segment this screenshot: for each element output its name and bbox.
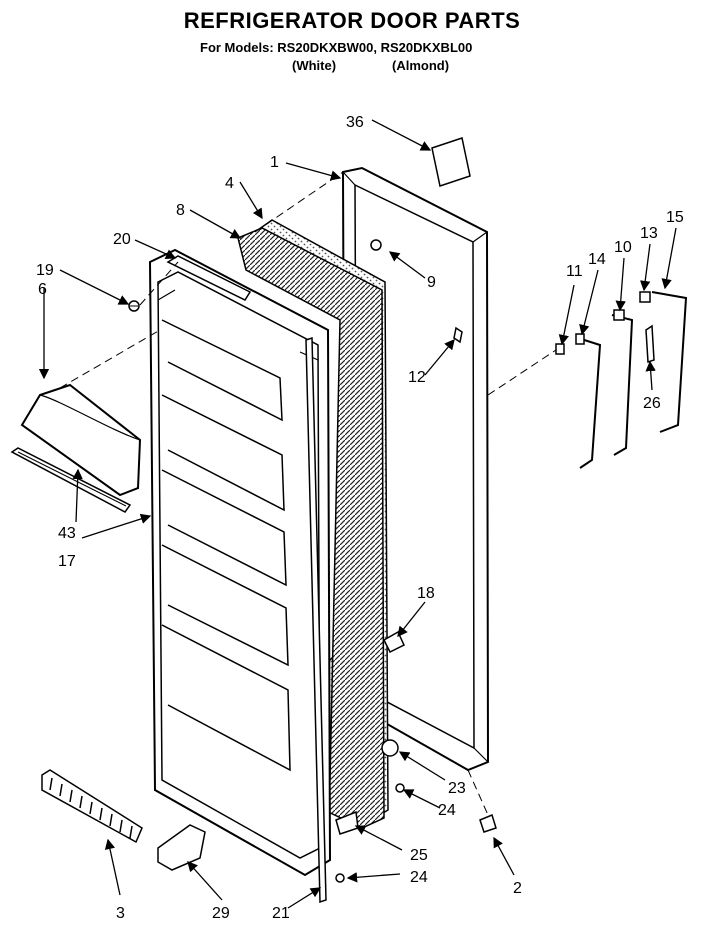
door-handles bbox=[577, 291, 688, 469]
bottom-grille bbox=[41, 769, 143, 844]
screw-19 bbox=[128, 300, 140, 312]
part-label: 18 bbox=[417, 585, 435, 602]
part-label: 25 bbox=[410, 847, 428, 864]
part-label: 6 bbox=[38, 281, 47, 298]
part-number-labels: 36 1 4 8 20 19 6 9 12 43 17 18 23 24 25 … bbox=[36, 114, 684, 922]
hinge-parts bbox=[335, 239, 497, 883]
diagram-title: REFRIGERATOR DOOR PARTS bbox=[183, 8, 521, 33]
part-label: 23 bbox=[448, 780, 466, 797]
part-label: 21 bbox=[272, 905, 290, 922]
part-label: 24 bbox=[438, 802, 456, 819]
part-label: 15 bbox=[666, 209, 684, 226]
part-label: 2 bbox=[513, 880, 522, 897]
models-line: For Models: RS20DKXBW00, RS20DKXBL00 bbox=[200, 40, 473, 55]
part-label: 12 bbox=[408, 369, 426, 386]
part-label: 10 bbox=[614, 239, 632, 256]
variant-white: (White) bbox=[292, 58, 337, 73]
trim-strip-43 bbox=[10, 447, 132, 513]
part-label: 29 bbox=[212, 905, 230, 922]
part-label: 8 bbox=[176, 202, 185, 219]
inner-door-liner bbox=[148, 248, 332, 877]
handle-screw-26 bbox=[645, 324, 655, 364]
part-label: 19 bbox=[36, 262, 54, 279]
part-label: 36 bbox=[346, 114, 364, 131]
bottom-bracket-29 bbox=[157, 824, 206, 871]
dairy-door bbox=[20, 383, 142, 497]
alignment-lines bbox=[59, 171, 557, 816]
part-label: 26 bbox=[643, 395, 661, 412]
part-label: 43 bbox=[58, 525, 76, 542]
variant-almond: (Almond) bbox=[392, 58, 450, 73]
vertical-strip-21 bbox=[305, 336, 327, 904]
part-label: 14 bbox=[588, 251, 606, 268]
part-label: 9 bbox=[427, 274, 436, 291]
part-label: 13 bbox=[640, 225, 658, 242]
part-label: 11 bbox=[566, 263, 583, 280]
label-plate bbox=[431, 137, 471, 187]
leader-arrows bbox=[38, 119, 677, 909]
part-label: 17 bbox=[58, 553, 76, 570]
part-label: 4 bbox=[225, 175, 234, 192]
part-label: 1 bbox=[270, 154, 279, 171]
part-label: 20 bbox=[113, 231, 131, 248]
part-label: 3 bbox=[116, 905, 125, 922]
part-label: 24 bbox=[410, 869, 428, 886]
